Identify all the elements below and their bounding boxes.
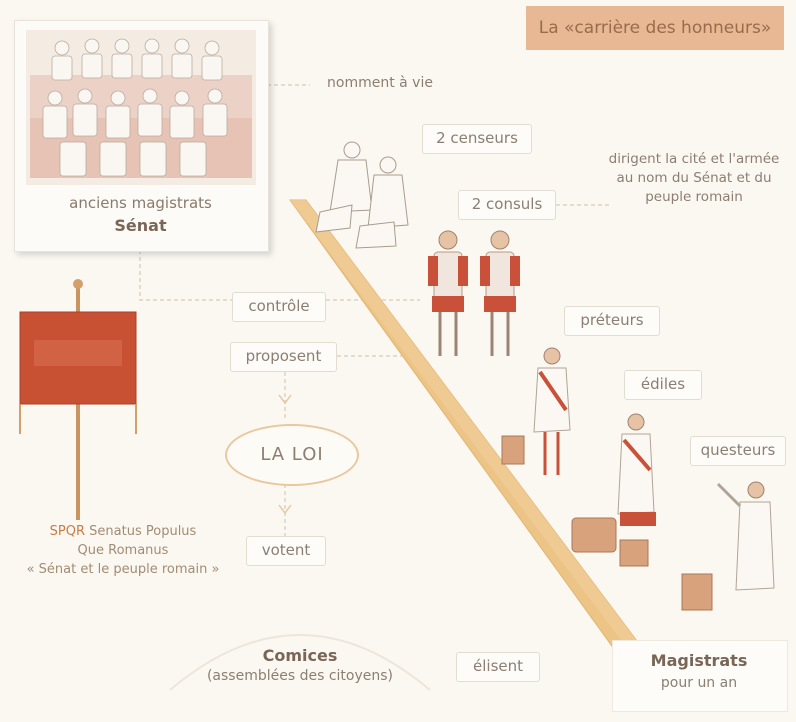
quaestor-figure (681, 481, 775, 611)
senate-art (26, 30, 256, 185)
box-votent: votent (246, 536, 326, 566)
diagram-title: La «carrière des honneurs» (526, 6, 784, 50)
senate-subtitle: anciens magistrats (69, 194, 212, 212)
arrow-down-2 (278, 504, 292, 515)
magistrats-title: Magistrats (650, 651, 748, 670)
box-ediles: édiles (624, 370, 702, 400)
box-questeurs: questeurs (690, 436, 786, 466)
spqr-french: « Sénat et le peuple romain » (26, 561, 220, 577)
loi-ellipse: LA LOI (225, 424, 359, 486)
connector-controle (139, 250, 232, 301)
magistrats-card (612, 640, 788, 712)
box-elisent: élisent (456, 652, 540, 682)
comices-title: Comices (262, 646, 338, 665)
censors-figures (315, 141, 409, 249)
senate-title: Sénat (114, 216, 167, 235)
box-consuls: 2 consuls (458, 190, 556, 220)
label-nomment: nomment à vie (327, 75, 433, 91)
aedile-figure (571, 413, 656, 567)
spqr-standard (19, 279, 137, 520)
consuls-figures (428, 230, 520, 356)
spqr-abbr: SPQR (49, 524, 86, 539)
box-proposent: proposent (230, 342, 337, 372)
praetor-figure (501, 347, 571, 475)
arrow-down-1 (278, 394, 292, 405)
spqr-latin2: Que Romanus (77, 542, 169, 558)
comices-arc (169, 634, 431, 691)
spqr-caption: SPQR Senatus Populus Que Romanus « Sénat… (8, 523, 238, 580)
box-controle: contrôle (232, 292, 326, 322)
consuls-description: dirigent la cité et l'armée au nom du Sé… (608, 151, 780, 205)
spqr-latin1: Senatus Populus (89, 524, 197, 539)
box-preteurs: préteurs (564, 306, 660, 336)
magistrats-subtitle: pour un an (660, 675, 738, 691)
comices-subtitle: (assemblées des citoyens) (206, 668, 394, 684)
box-censeurs: 2 censeurs (422, 124, 532, 154)
